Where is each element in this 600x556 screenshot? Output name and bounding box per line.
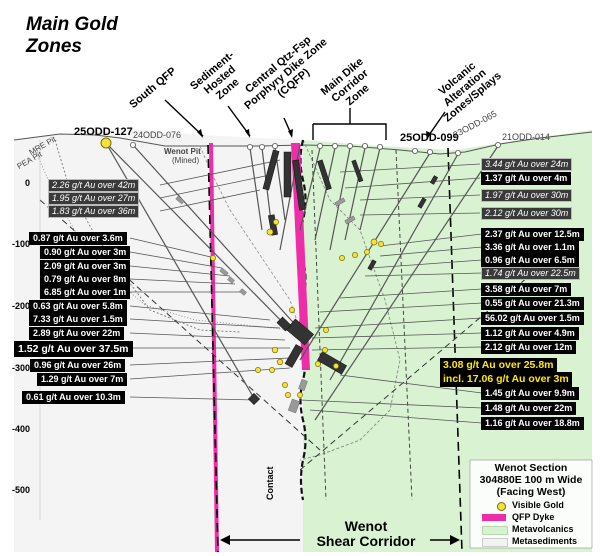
shear-corridor-east [447,147,463,553]
grey-intercepts [175,195,356,414]
assay-left-11: 2.89 g/t Au over 22m [29,327,125,340]
assay-left-2: 1.95 g/t Au over 27m [48,192,140,205]
hole-label-21odd-014: 21ODD-014 [502,132,551,142]
hole-label-25odd-127: 25ODD-127 [74,126,133,138]
corridor-label-line1: Wenot [344,518,388,534]
hole-label-25odd-099: 25ODD-099 [400,132,459,144]
assay-right-3: 1.97 g/t Au over 30m [481,189,573,202]
assay-right-5: 2.37 g/t Au over 12.5m [481,228,584,241]
assay-right-2: 1.37 g/t Au over 4m [481,172,572,185]
depth-tick-500: -500 [11,485,30,495]
highlight-intercept-line1: 3.08 g/t Au over 25.8m [440,358,557,373]
assay-left-4: 0.87 g/t Au over 3.6m [29,232,127,245]
wenot-pit-mined-label: (Mined) [172,156,200,165]
corridor-arrow-right [450,535,460,545]
assay-right-8: 1.74 g/t Au over 22.5m [481,267,580,280]
visible-gold-points [210,219,384,398]
section-title-line2: 304880E 100 m Wide [479,474,583,486]
assay-left-9: 0.63 g/t Au over 5.8m [29,300,127,313]
shell-outline-east [299,139,401,461]
assay-right-15: 1.48 g/t Au over 22m [481,402,577,415]
assay-right-10: 0.55 g/t Au over 21.3m [481,297,584,310]
shear-corridor-west [207,144,219,553]
assay-right-14: 1.45 g/t Au over 9.9m [481,387,579,400]
assay-left-3: 1.83 g/t Au over 36m [48,205,140,218]
legend-qfp-swatch [482,514,506,521]
highlight-intercept-line2: incl. 17.06 g/t Au over 3m [440,372,572,387]
depth-tick-100: -100 [11,239,30,249]
leader-lines-right [299,163,483,424]
assay-left-6: 2.09 g/t Au over 3m [40,260,131,273]
section-title-line1: Wenot Section [494,462,568,474]
depth-tick-0: 0 [24,178,30,188]
collar-25odd-127 [100,137,112,149]
assay-right-11: 56.02 g/t Au over 1.5m [481,312,584,325]
intercept-segments [247,149,439,406]
dike-corridor-west [311,149,327,501]
depth-tick-300: -300 [11,363,30,373]
depth-tick-200: -200 [11,301,30,311]
assay-right-1: 3.44 g/t Au over 24m [481,158,573,171]
legend-label-qfp: QFP Dyke [512,512,555,522]
qfp-dyke [291,143,310,370]
legend-label-visible-gold: Visible Gold [512,500,564,510]
assay-left-1: 2.26 g/t Au over 42m [48,179,140,192]
drill-traces [105,142,499,421]
assay-left-14: 1.29 g/t Au over 7m [37,373,128,386]
leader-lines-left [129,159,291,401]
legend-metavolcanics-swatch [482,526,508,535]
assay-left-12: 1.52 g/t Au over 37.5m [14,341,133,357]
assay-left-10: 7.33 g/t Au over 1.5m [29,313,127,326]
figure-title-line1: Main Gold [26,14,118,35]
dike-corridor-east [395,149,413,501]
assay-left-8: 6.85 g/t Au over 1m [40,286,131,299]
collars [129,141,501,156]
legend-label-metasediments: Metasediments [512,536,578,546]
legend-metasediments-swatch [482,538,508,547]
assay-left-13: 0.96 g/t Au over 26m [30,359,126,372]
corridor-arrow-left [220,535,230,545]
arrow-heads [197,129,431,140]
legend-gold-dot-icon [497,502,506,511]
legend-label-metavolcanics: Metavolcanics [512,524,574,534]
assay-right-6: 3.36 g/t Au over 1.1m [481,241,579,254]
qfp-dyke-south [209,143,219,552]
assay-right-9: 3.58 g/t Au over 7m [481,283,572,296]
assay-right-16: 1.16 g/t Au over 18.8m [481,417,584,430]
assay-right-4: 2.12 g/t Au over 30m [481,207,573,220]
assay-left-15: 0.61 g/t Au over 10.3m [22,391,125,404]
wenot-pit-label: Wenot Pit [164,147,201,156]
corridor-label-line2: Shear Corridor [316,533,416,549]
assay-right-7: 0.96 g/t Au over 6.5m [481,254,579,267]
depth-tick-400: -400 [11,424,30,434]
contact-label: Contact [265,466,275,501]
hole-label-24odd-076: 24ODD-076 [133,130,182,140]
assay-left-5: 0.90 g/t Au over 3m [40,246,131,259]
assay-right-12: 1.12 g/t Au over 4.9m [481,327,579,340]
assay-right-13: 2.12 g/t Au over 12m [481,341,577,354]
section-title-line3: (Facing West) [496,486,566,498]
assay-left-7: 0.79 g/t Au over 8m [40,273,131,286]
figure-title-line2: Zones [26,36,82,57]
